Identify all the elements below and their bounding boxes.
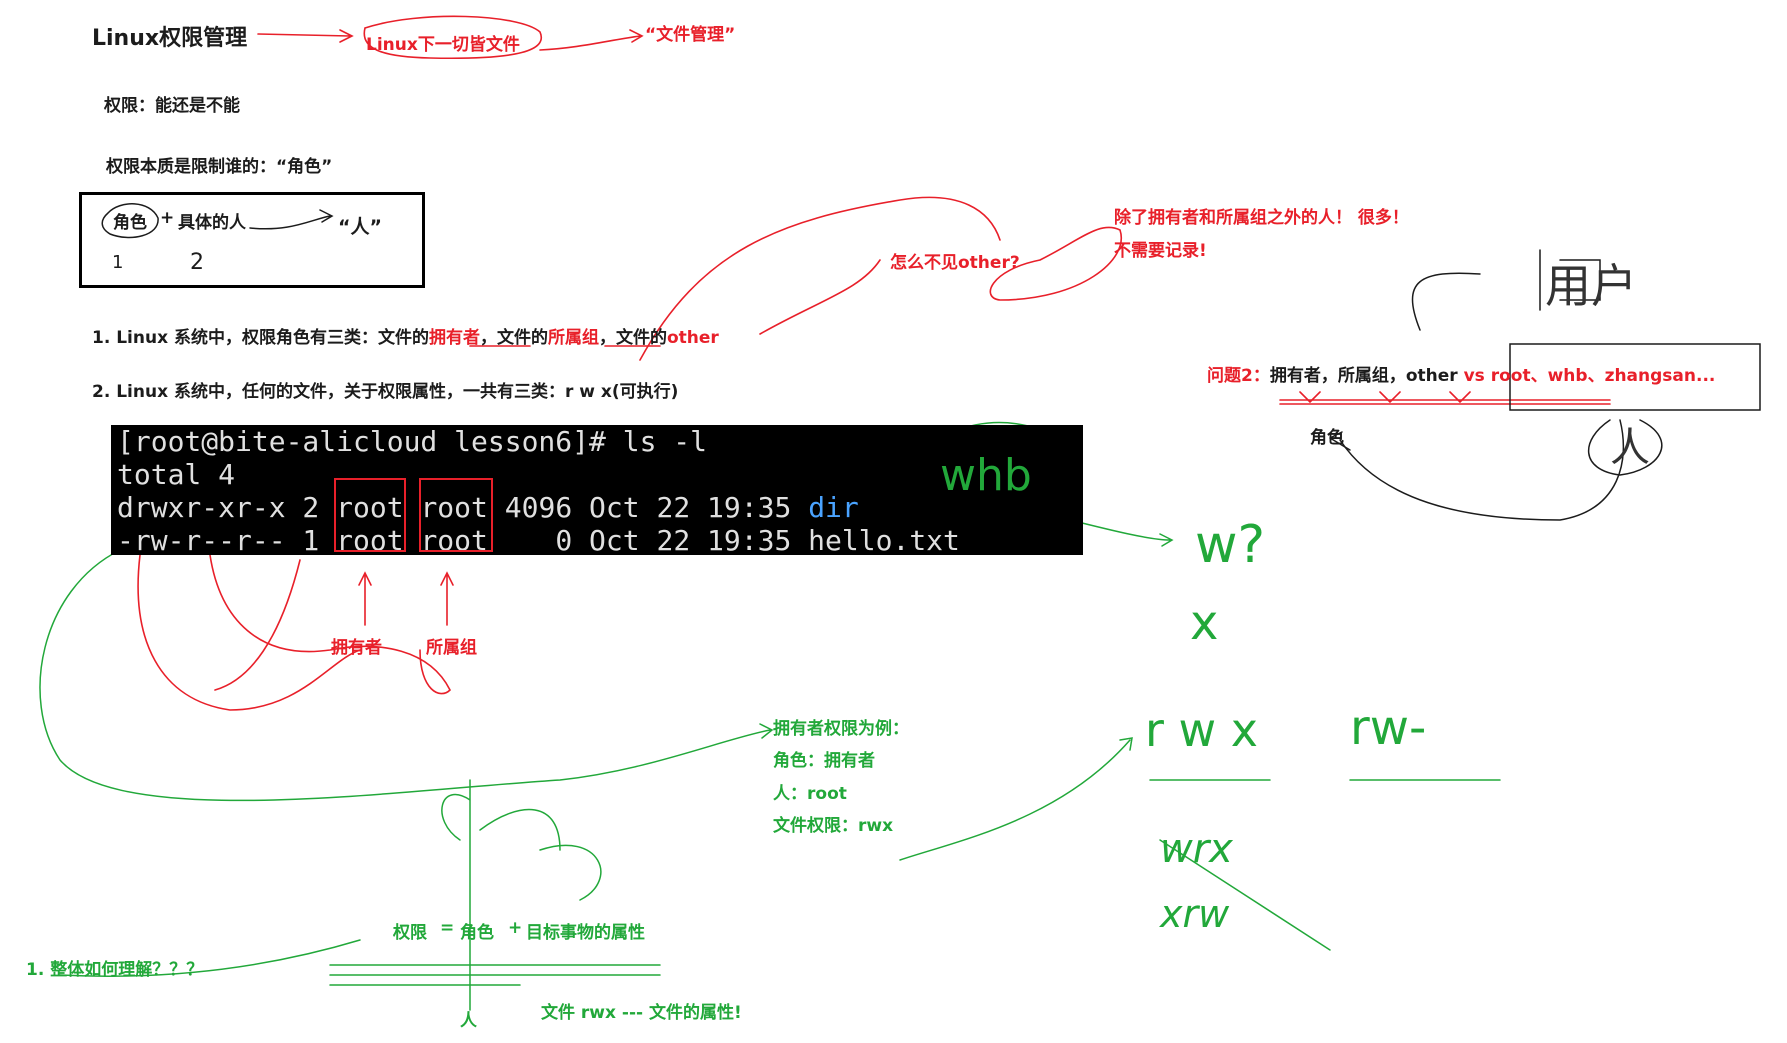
curve-other-to-question xyxy=(759,259,881,335)
formula-plus: + xyxy=(508,918,523,938)
handwriting-person: 人 xyxy=(1610,425,1650,471)
role-box-plus: + xyxy=(160,208,175,228)
point-1-prefix: 1. Linux 系统中，权限角色有三类：文件的 xyxy=(92,328,429,348)
owner-highlight-box xyxy=(334,478,406,552)
point-1-owner: 拥有者 xyxy=(428,328,480,348)
row-dir-owner: root xyxy=(336,491,404,524)
formula-file-rwx: 文件 rwx --- 文件的属性! xyxy=(541,1003,742,1023)
handwriting-user: 用户 xyxy=(1545,259,1637,313)
circle-role xyxy=(101,203,159,239)
green-arrow-to-rwx xyxy=(899,737,1133,861)
role-label: 角色 xyxy=(1310,428,1344,448)
red-loop-3 xyxy=(214,559,301,691)
role-box xyxy=(79,192,425,288)
row-dir-rest: 4096 Oct 22 19:35 xyxy=(487,491,809,524)
arrow-role-box xyxy=(1329,431,1351,451)
curve-question-answer xyxy=(989,226,1123,301)
question-other: 怎么不见other? xyxy=(890,253,1020,273)
question-2-vs: vs xyxy=(1463,366,1485,386)
role-box-arrow-label: “人” xyxy=(338,216,382,238)
circle-linux-everything xyxy=(363,15,543,60)
answer-other-line2: 不需要记录! xyxy=(1114,241,1207,261)
point-2: 2. Linux 系统中，任何的文件，关于权限属性，一共有三类：r w x(可执… xyxy=(92,382,679,402)
formula-person: 人 xyxy=(460,1011,477,1031)
green-cross xyxy=(1159,839,1331,951)
question-overall: 1. 整体如何理解？？？ xyxy=(26,960,204,980)
green-question-arc xyxy=(59,939,361,977)
formula-eq: = xyxy=(440,918,455,938)
arc-role-to-users xyxy=(1339,419,1625,521)
formula-role: 角色 xyxy=(460,923,494,943)
hand-wrx: wrx xyxy=(1160,826,1233,872)
point-1-other: other xyxy=(666,328,719,348)
hand-rw: rw- xyxy=(1350,700,1427,756)
permission-definition: 权限：能还是不能 xyxy=(104,96,240,116)
row-dir-name: dir xyxy=(808,491,859,524)
example-line1: 拥有者权限为例： xyxy=(773,719,909,739)
green-big-loop xyxy=(39,549,774,802)
role-box-num1: 1 xyxy=(112,252,124,273)
check-marks xyxy=(1299,391,1471,404)
curve-big-arc xyxy=(639,196,1001,361)
box-users xyxy=(1509,343,1761,411)
role-box-person: 具体的人 xyxy=(178,213,246,233)
label-owner: 拥有者 xyxy=(331,638,382,658)
underline-question2 xyxy=(1279,399,1611,405)
terminal-window: [root@bite-alicloud lesson6]# ls -l tota… xyxy=(111,425,1083,557)
arrow-title-to-note xyxy=(257,29,354,43)
formula-perm: 权限 xyxy=(393,923,427,943)
point-1-group: 所属组 xyxy=(547,328,599,348)
row-file-perm: -rw-r--r-- 1 xyxy=(117,524,337,557)
point-1-mid1: ，文件的 xyxy=(479,328,548,348)
row-dir-group: root xyxy=(420,491,488,524)
arrow-role-to-person xyxy=(249,209,334,230)
hand-person xyxy=(1587,419,1663,476)
terminal-row-dir: drwxr-xr-x 2 root root 4096 Oct 22 19:35… xyxy=(117,491,1083,524)
hand-whb: whb xyxy=(940,450,1032,501)
formula-attr: 目标事物的属性 xyxy=(526,923,645,943)
arrow-group-label xyxy=(440,571,454,626)
note-file-management: “文件管理” xyxy=(645,25,736,45)
terminal-total: total 4 xyxy=(117,458,236,491)
question-2-label: 问题2： xyxy=(1207,366,1270,386)
permission-essence: 权限本质是限制谁的：“角色” xyxy=(106,157,333,177)
question-2-users: root、whb、zhangsan... xyxy=(1490,366,1716,386)
red-loop-1 xyxy=(137,554,361,711)
example-line3: 人：root xyxy=(773,784,847,804)
point-1-mid2: ，文件的 xyxy=(598,328,667,348)
answer-other-line1: 除了拥有者和所属组之外的人！ 很多！ xyxy=(1114,208,1409,228)
hand-xrw: xrw xyxy=(1160,892,1230,936)
terminal-row-file: -rw-r--r-- 1 root root 0 Oct 22 19:35 he… xyxy=(117,524,1083,557)
green-tree xyxy=(441,779,602,1011)
label-group: 所属组 xyxy=(426,638,477,658)
arrow-owner-label xyxy=(358,571,372,626)
row-file-rest: 0 Oct 22 19:35 hello.txt xyxy=(487,524,960,557)
terminal-prompt: [root@bite-alicloud lesson6]# ls -l xyxy=(117,425,708,458)
question-2: 问题2：拥有者，所属组，other vs root、whb、zhangsan..… xyxy=(1207,361,1715,386)
hand-x: x xyxy=(1190,595,1219,651)
point-1: 1. Linux 系统中，权限角色有三类：文件的拥有者，文件的所属组，文件的ot… xyxy=(92,323,719,348)
row-dir-perm: drwxr-xr-x 2 xyxy=(117,491,337,524)
arrow-to-file-management xyxy=(539,29,644,51)
green-arrow-right xyxy=(1069,519,1174,547)
role-box-role: 角色 xyxy=(113,213,147,233)
hand-w-question: w? xyxy=(1195,515,1266,575)
page-title: Linux权限管理 xyxy=(92,26,248,51)
group-highlight-box xyxy=(419,478,493,552)
red-loop-2 xyxy=(209,554,451,695)
green-under-formula xyxy=(329,964,661,986)
hand-rwx: r w x xyxy=(1145,703,1259,757)
question-2-roles: 拥有者，所属组，other xyxy=(1269,366,1458,386)
note-everything-is-file: Linux下一切皆文件 xyxy=(366,35,520,55)
example-line2: 角色：拥有者 xyxy=(773,751,875,771)
example-line4: 文件权限：rwx xyxy=(773,816,894,836)
role-box-num2: 2 xyxy=(190,250,204,275)
hand-user-box xyxy=(1411,249,1601,331)
